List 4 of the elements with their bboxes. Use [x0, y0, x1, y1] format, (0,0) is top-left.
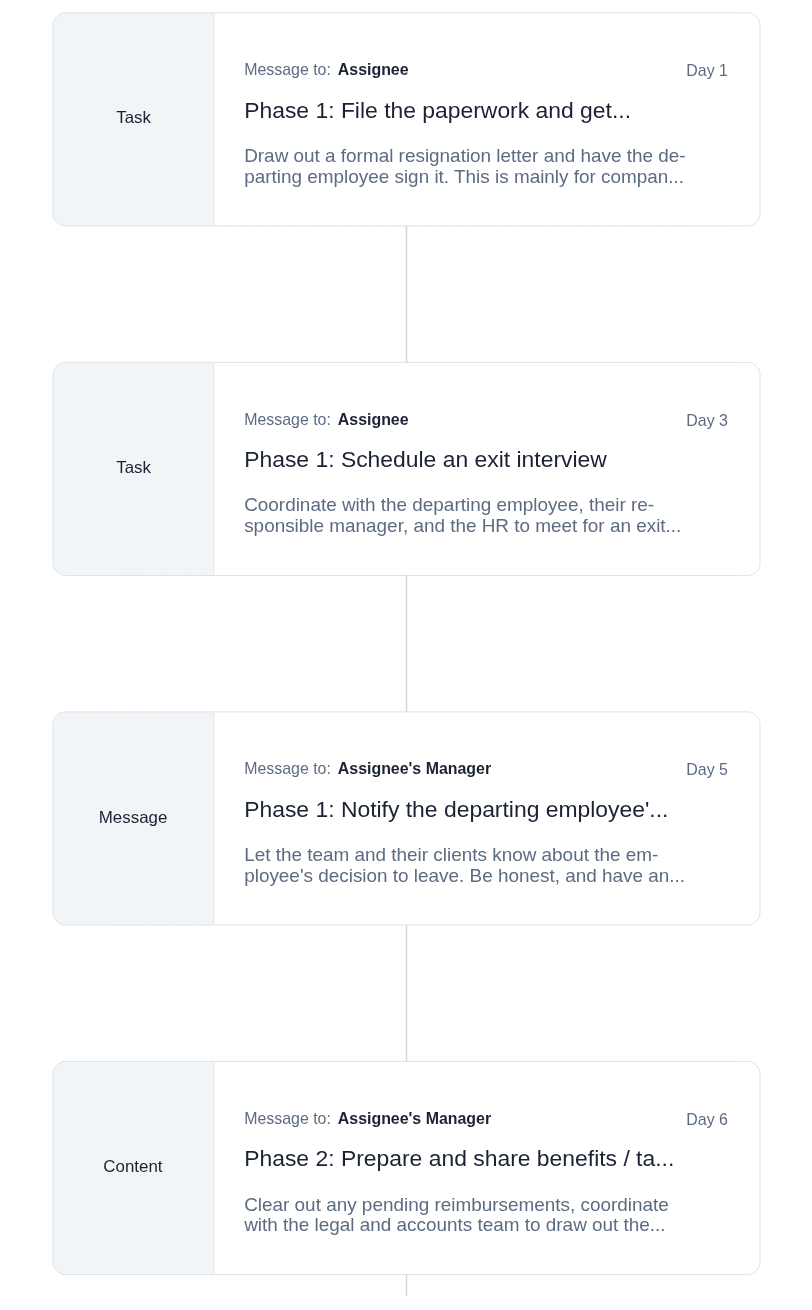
connector — [405, 225, 407, 364]
connector — [405, 1273, 407, 1298]
connector — [405, 924, 407, 1063]
connector — [405, 574, 407, 713]
